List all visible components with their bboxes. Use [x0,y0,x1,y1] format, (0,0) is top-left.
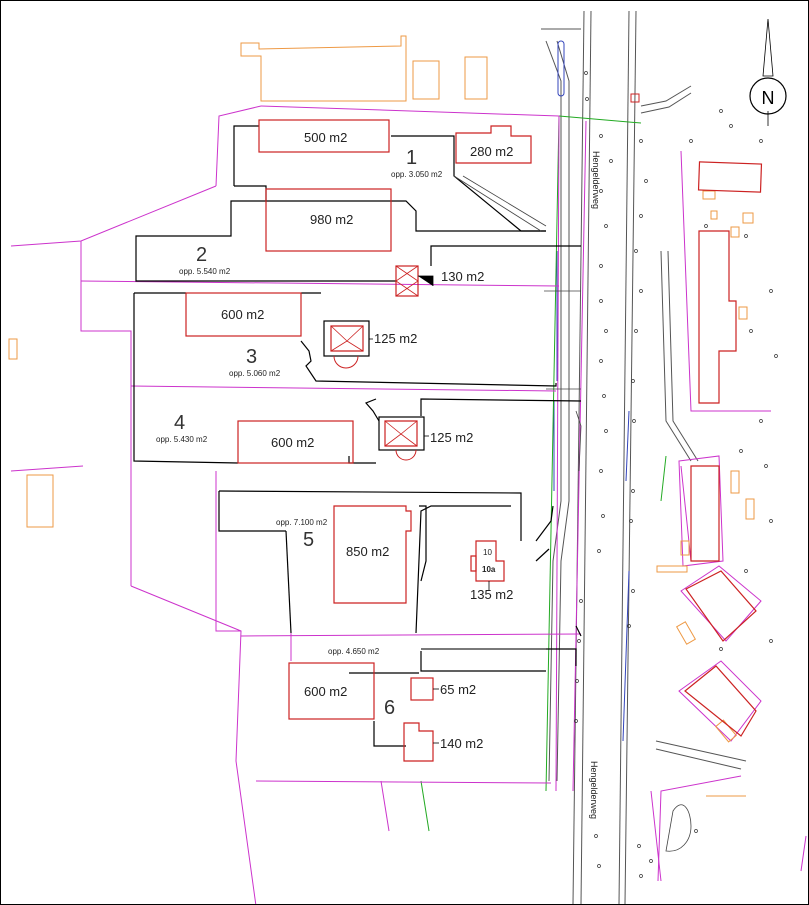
area-label: 500 m2 [304,130,347,145]
area-label: 600 m2 [271,435,314,450]
north-arrow-label: N [762,88,775,108]
cadastral-boundaries [10,105,807,904]
area-label: 980 m2 [310,212,353,227]
plot-number: 3 [246,346,257,368]
plot-number: 2 [196,244,207,266]
plot-area: opp. 7.100 m2 [276,518,328,527]
new-buildings [185,119,763,762]
building-500 [258,119,390,153]
area-label: 140 m2 [440,736,483,751]
pond [665,804,692,852]
porches [333,355,417,461]
leader-lines [369,275,490,744]
plot-area: opp. 5.430 m2 [156,435,208,444]
building-140 [403,722,434,762]
area-label: 125 m2 [430,430,473,445]
green-line [420,115,667,832]
building-135 [475,540,505,582]
plot-area: opp. 3.050 m2 [391,170,443,179]
street-name: Hengelderweg [591,151,601,209]
area-label: 850 m2 [346,544,389,559]
tree-symbols [574,71,778,878]
plot-area: opp. 5.060 m2 [229,369,281,378]
house-number: 10 [483,548,492,557]
area-label: 65 m2 [440,682,476,697]
building-850 [333,505,412,604]
building-980 [265,188,392,252]
building-600-c [288,662,375,720]
plot-area: opp. 5.540 m2 [179,267,231,276]
area-label: 135 m2 [470,587,513,602]
building-600-b [237,420,354,464]
plot-number: 4 [174,412,185,434]
street-name: Hengelderweg [589,761,599,819]
area-label: 600 m2 [304,684,347,699]
plot-outlines [133,125,582,747]
plot-number: 1 [406,147,417,169]
existing-buildings [8,35,755,797]
building-600-a [185,292,302,337]
plot-area: opp. 4.650 m2 [328,647,380,656]
cadastral-parcels-right [650,455,762,882]
area-label: 130 m2 [441,269,484,284]
ditch-lines [553,40,630,742]
area-label: 280 m2 [470,144,513,159]
area-label: 600 m2 [221,307,264,322]
building-65 [410,677,434,701]
north-arrow-icon: N [749,18,787,126]
small-markers [630,93,640,103]
house-number: 10a [482,565,496,574]
plot-number: 6 [384,697,395,719]
building-280 [455,125,532,164]
area-label: 125 m2 [374,331,417,346]
road-lines [541,10,747,904]
driveway-lines [421,175,582,650]
plot-number: 5 [303,529,314,551]
